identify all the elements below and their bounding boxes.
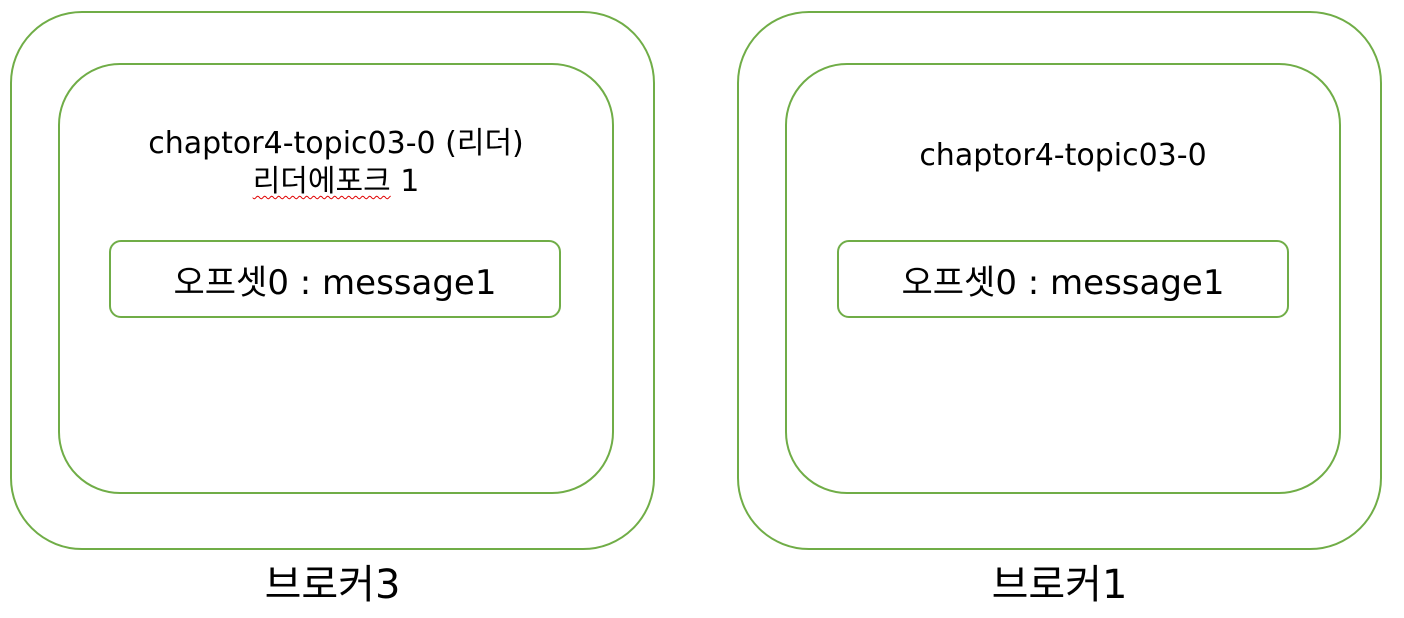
broker-3-partition-name: chaptor4-topic03-0 (리더) (148, 126, 524, 161)
broker-1-record-box: 오프셋0 : message1 (837, 240, 1289, 318)
broker-3-partition-title: chaptor4-topic03-0 (리더) 리더에포크 1 (60, 125, 612, 201)
broker-3-record-box: 오프셋0 : message1 (109, 240, 561, 318)
broker-1-partition-title: chaptor4-topic03-0 (787, 137, 1339, 175)
broker-3-record-text: 오프셋0 : message1 (173, 262, 497, 303)
leader-epoch-label: 리더에포크 (252, 164, 391, 199)
broker-1-partition-name: chaptor4-topic03-0 (919, 138, 1207, 173)
broker-3-leader-epoch: 리더에포크 1 (60, 163, 612, 201)
broker-1-label: 브로커1 (991, 562, 1128, 608)
leader-epoch-value: 1 (390, 164, 420, 199)
broker-3-label: 브로커3 (264, 562, 401, 608)
broker-1-record-text: 오프셋0 : message1 (901, 262, 1225, 303)
